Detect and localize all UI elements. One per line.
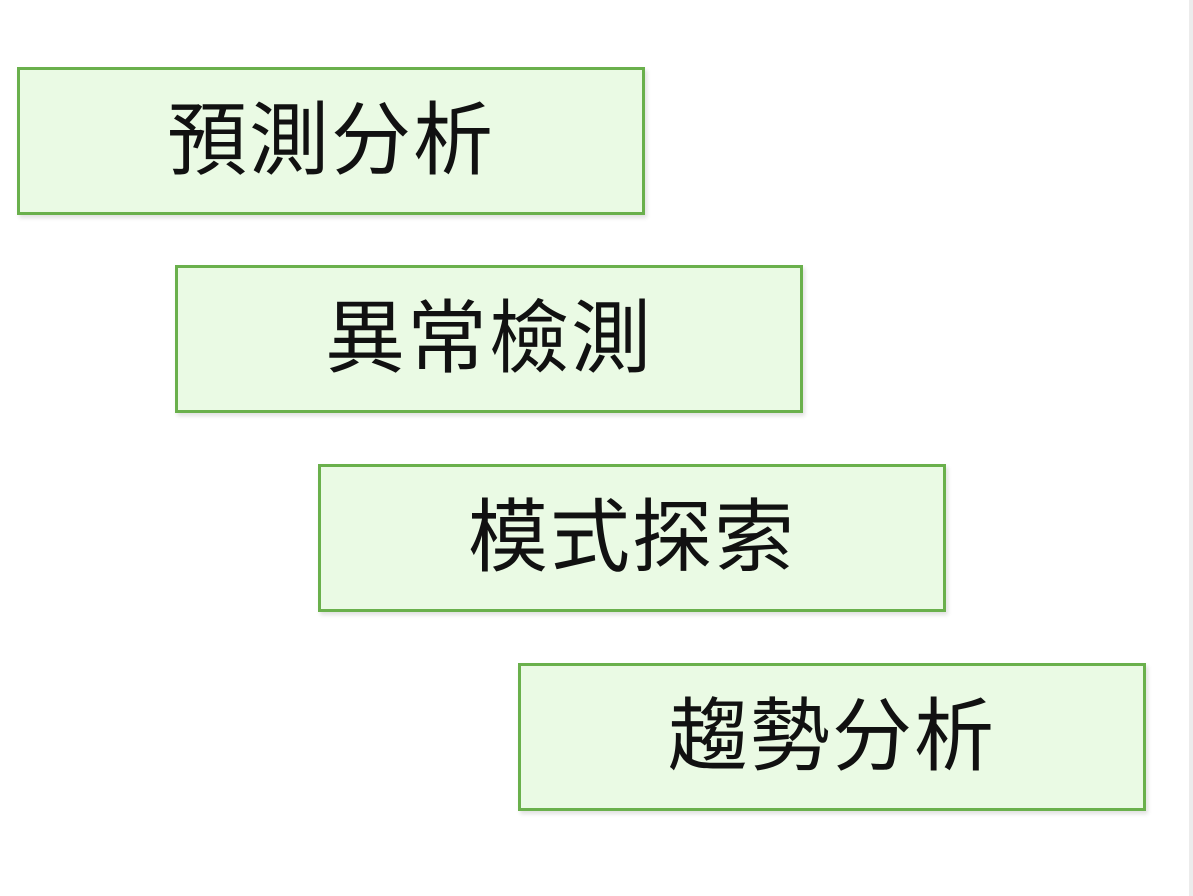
step-box-pattern-exploration: 模式探索 — [318, 464, 946, 612]
step-label: 趨勢分析 — [668, 690, 996, 783]
step-label: 異常檢測 — [325, 292, 653, 385]
step-box-trend-analysis: 趨勢分析 — [518, 663, 1146, 811]
right-edge-divider — [1189, 0, 1193, 896]
step-label: 模式探索 — [468, 491, 796, 584]
step-box-predictive-analysis: 預測分析 — [17, 67, 645, 215]
step-label: 預測分析 — [167, 94, 495, 187]
step-box-anomaly-detection: 異常檢測 — [175, 265, 803, 413]
